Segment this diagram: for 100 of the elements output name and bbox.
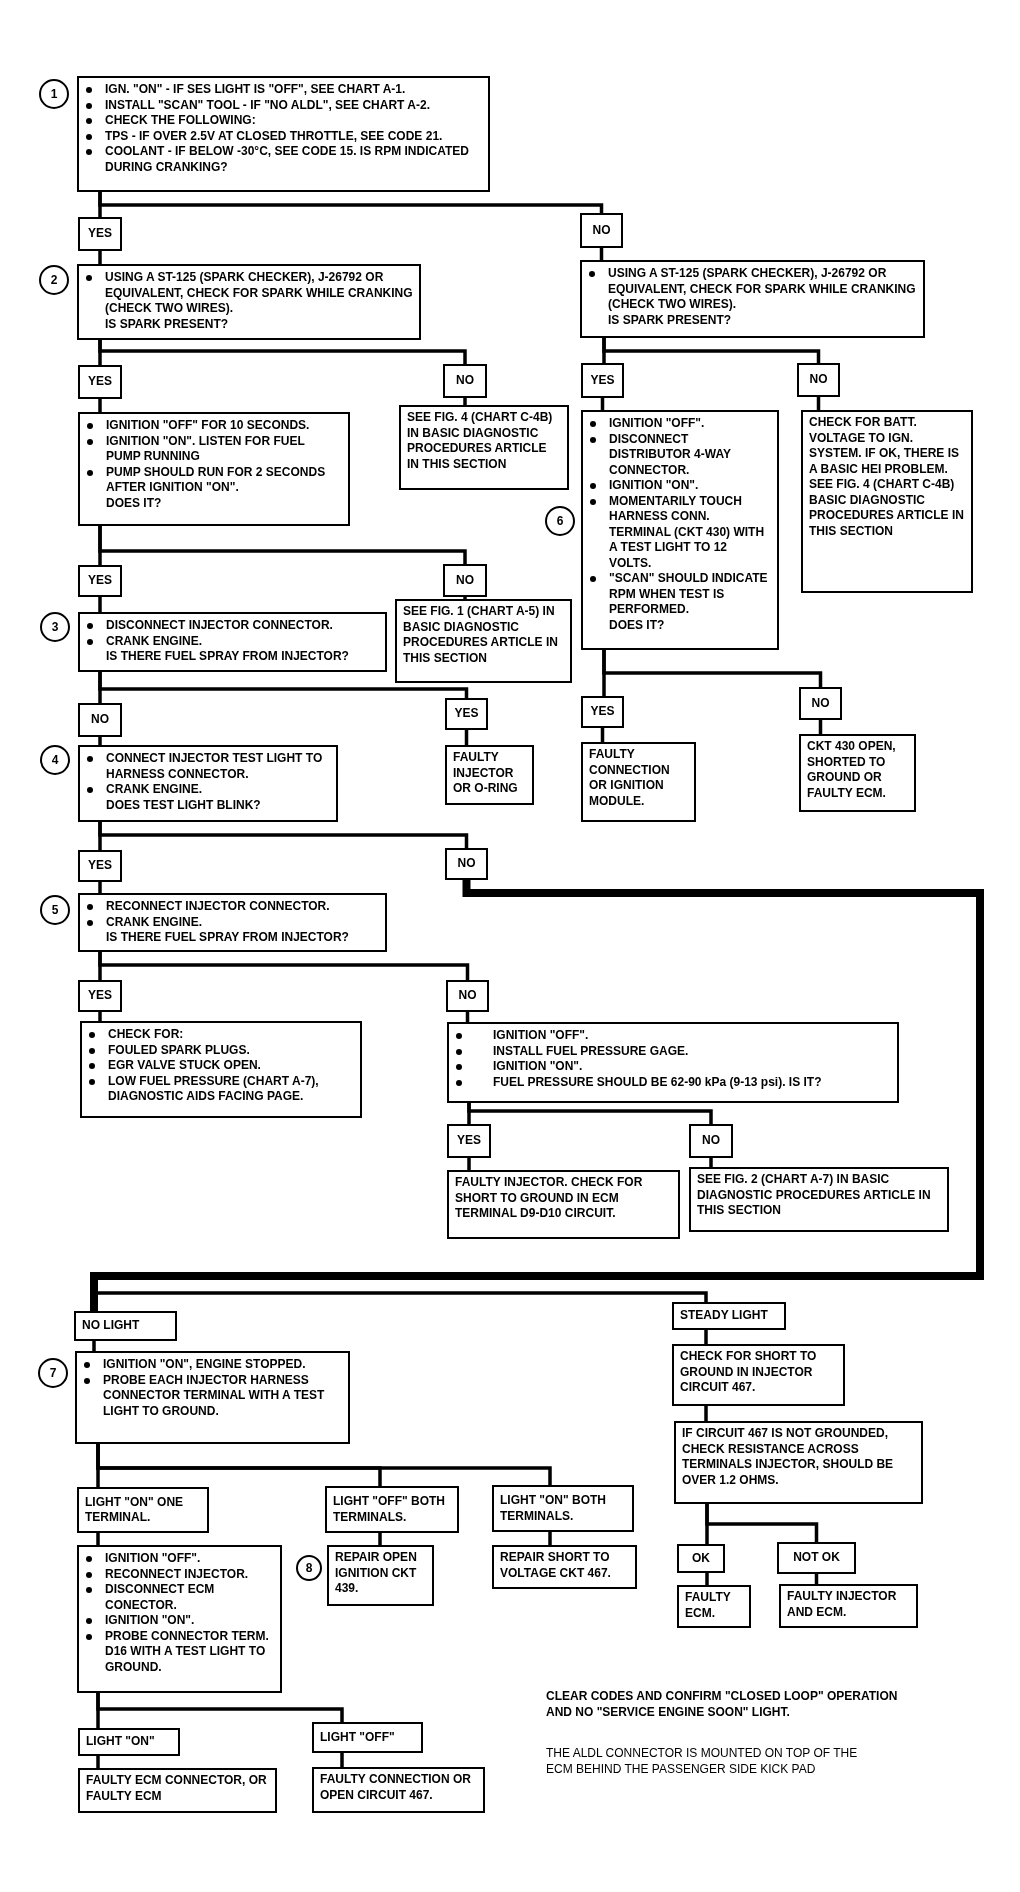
- answer-text: NO: [809, 372, 828, 388]
- connector-line: [98, 526, 467, 564]
- result-text: FAULTY ECM.: [685, 1590, 732, 1621]
- answer-tag: [447, 1124, 491, 1158]
- connector-line: [602, 650, 823, 687]
- step-text: IGNITION "ON".: [105, 1613, 196, 1629]
- step-text: RECONNECT INJECTOR CONNECTOR.: [106, 899, 331, 915]
- connector-line: [98, 251, 102, 264]
- step-text: IGN. "ON" - IF SES LIGHT IS "OFF", SEE CHART A-1.: [105, 82, 407, 98]
- connector-line: [98, 1012, 102, 1021]
- step-box: [77, 264, 421, 340]
- answer-tag: [677, 1544, 725, 1573]
- answer-text: NO: [592, 222, 611, 239]
- step-box: [77, 1545, 282, 1693]
- callout-number: 4: [40, 745, 70, 775]
- connector-line: [96, 1693, 344, 1722]
- answer-text: NO: [702, 1133, 720, 1149]
- step-text: CONNECT INJECTOR TEST LIGHT TO HARNESS CONNECTOR.: [106, 751, 324, 782]
- connector-line: [705, 1573, 709, 1585]
- result-text: CHECK FOR BATT. VOLTAGE TO IGN. SYSTEM. IF OK, THERE IS A BASIC HEI PROBLEM.: [809, 415, 961, 477]
- connector-line: [98, 882, 102, 893]
- callout-number: 3: [40, 612, 70, 642]
- connector-line: [98, 822, 469, 848]
- answer-tag: [78, 980, 122, 1012]
- answer-text: NOT OK: [793, 1550, 840, 1566]
- answer-tag: [689, 1124, 733, 1158]
- connector-line: [98, 597, 102, 612]
- result-box: [445, 745, 534, 805]
- condition-tag: [672, 1302, 786, 1330]
- callout-number: 1: [39, 79, 69, 109]
- answer-tag: [78, 217, 122, 251]
- connector-line: [98, 737, 102, 745]
- answer-text: NO: [456, 572, 474, 589]
- result-text: FAULTY INJECTOR OR O-RING: [453, 750, 519, 797]
- step-text: IGNITION "OFF" FOR 10 SECONDS.: [106, 418, 311, 434]
- connector-line: [96, 1533, 100, 1545]
- step-text: IGNITION "ON", ENGINE STOPPED.: [103, 1357, 307, 1373]
- condition-text: LIGHT "OFF": [320, 1729, 396, 1746]
- connector-line: [463, 597, 467, 599]
- result-box: [395, 599, 572, 683]
- result-box: [672, 1344, 845, 1406]
- step-text: DISCONNECT ECM CONECTOR.: [105, 1582, 216, 1613]
- connector-line: [602, 338, 821, 363]
- step-text: IGNITION "ON".: [493, 1059, 584, 1075]
- result-box: [78, 1768, 277, 1813]
- step-text: COOLANT - IF BELOW -30°C, SEE CODE 15. IS RPM INDICATED DURING CRANKING?: [105, 144, 470, 175]
- step-text: CHECK THE FOLLOWING:: [105, 113, 257, 129]
- connector-line: [705, 1504, 819, 1542]
- step-text: IGNITION "ON".: [609, 478, 700, 494]
- result-text: CKT 430 OPEN, SHORTED TO GROUND OR FAULTY ECM.: [807, 739, 897, 801]
- step-text: RECONNECT INJECTOR.: [105, 1566, 250, 1582]
- answer-text: YES: [454, 706, 479, 722]
- step-text: MOMENTARILY TOUCH HARNESS CONN. TERMINAL (CKT 430) WITH A TEST LIGHT TO 12 VOLTS.: [609, 493, 766, 571]
- step-text: IS SPARK PRESENT?: [608, 312, 733, 328]
- note-text: CLEAR CODES AND CONFIRM "CLOSED LOOP" OPERATION AND NO "SERVICE ENGINE SOON" LIGHT.: [546, 1689, 899, 1720]
- result-box: [799, 734, 916, 812]
- answer-text: YES: [88, 858, 112, 874]
- callout-number: 8: [296, 1555, 322, 1581]
- answer-tag: [78, 365, 122, 399]
- answer-text: YES: [457, 1133, 481, 1149]
- step-text: PUMP SHOULD RUN FOR 2 SECONDS AFTER IGNITION "ON".: [106, 464, 327, 496]
- result-text: FAULTY CONNECTION OR OPEN CIRCUIT 467.: [320, 1772, 472, 1803]
- result-text: SEE FIG. 2 (CHART A-7) IN BASIC DIAGNOSTIC PROCEDURES ARTICLE IN THIS SECTION: [697, 1172, 932, 1219]
- answer-tag: [443, 564, 487, 597]
- answer-tag: [581, 363, 624, 398]
- connector-line: [378, 1533, 382, 1545]
- step-box: [78, 893, 387, 952]
- step-text: "SCAN" SHOULD INDICATE RPM WHEN TEST IS PERFORMED.: [609, 571, 769, 618]
- result-box: [674, 1421, 923, 1504]
- answer-tag: [443, 364, 487, 398]
- step-text: FUEL PRESSURE SHOULD BE 62-90 kPa (9-13 psi). IS IT?: [493, 1074, 823, 1090]
- answer-tag: [580, 213, 623, 248]
- step-text: INSTALL FUEL PRESSURE GAGE.: [493, 1043, 690, 1059]
- result-text: REPAIR OPEN IGNITION CKT 439.: [335, 1550, 418, 1597]
- result-box: [312, 1767, 485, 1813]
- result-text: FAULTY ECM CONNECTOR, OR FAULTY ECM: [86, 1773, 268, 1804]
- answer-tag: [445, 848, 488, 880]
- answer-tag: [799, 687, 842, 720]
- connector-line: [92, 1341, 96, 1351]
- answer-text: YES: [88, 988, 112, 1004]
- step-box: [581, 410, 779, 650]
- condition-tag: [312, 1722, 423, 1753]
- connector-line: [98, 399, 102, 412]
- connector-line: [98, 340, 467, 364]
- answer-tag: [581, 696, 624, 728]
- answer-text: NO: [457, 856, 476, 872]
- step-text: PROBE CONNECTOR TERM. D16 WITH A TEST LIGHT TO GROUND.: [105, 1628, 270, 1675]
- answer-text: YES: [590, 372, 615, 389]
- answer-text: NO: [91, 712, 109, 728]
- callout-number: 7: [38, 1358, 68, 1388]
- connector-line: [704, 1406, 708, 1421]
- answer-text: YES: [88, 374, 112, 390]
- answer-text: NO: [456, 373, 474, 389]
- answer-tag: [446, 980, 489, 1012]
- condition-tag: [77, 1487, 209, 1533]
- answer-text: YES: [590, 704, 615, 720]
- connector-line: [96, 1756, 100, 1768]
- answer-text: OK: [692, 1550, 710, 1567]
- step-text: TPS - IF OVER 2.5V AT CLOSED THROTTLE, SEE CODE 21.: [105, 128, 444, 144]
- result-box: [801, 410, 973, 593]
